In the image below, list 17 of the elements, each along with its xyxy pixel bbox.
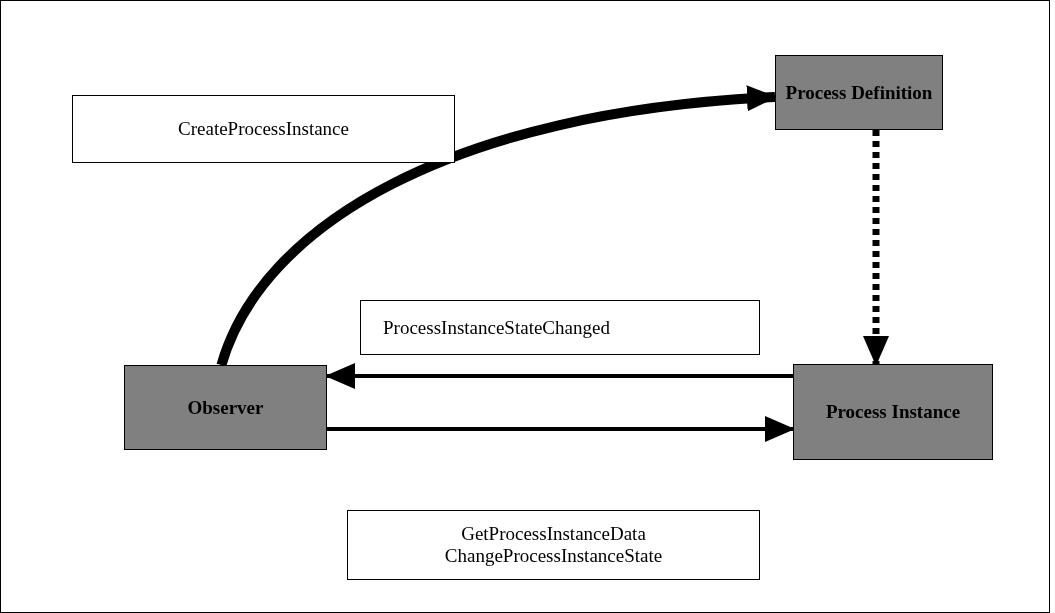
message-box: [360, 300, 760, 355]
message-name: ChangeProcessInstanceState: [444, 545, 663, 567]
process-box: [793, 364, 993, 460]
message-name: ProcessInstanceStateChanged: [383, 316, 610, 339]
message-name: GetProcessInstanceData: [461, 523, 646, 545]
message-box: [72, 95, 455, 163]
node-label: Process Definition: [785, 81, 933, 104]
arrow: [325, 363, 793, 389]
curved-arrow: [216, 86, 777, 367]
node-label: Observer: [187, 396, 264, 419]
message-box: [347, 510, 760, 580]
message-name: CreateProcessInstance: [178, 118, 349, 140]
arrow: [327, 416, 795, 442]
node-label: Process Instance: [825, 401, 961, 423]
dotted-arrow: [863, 130, 889, 366]
process-box: [775, 55, 943, 130]
process-box: [124, 365, 327, 450]
